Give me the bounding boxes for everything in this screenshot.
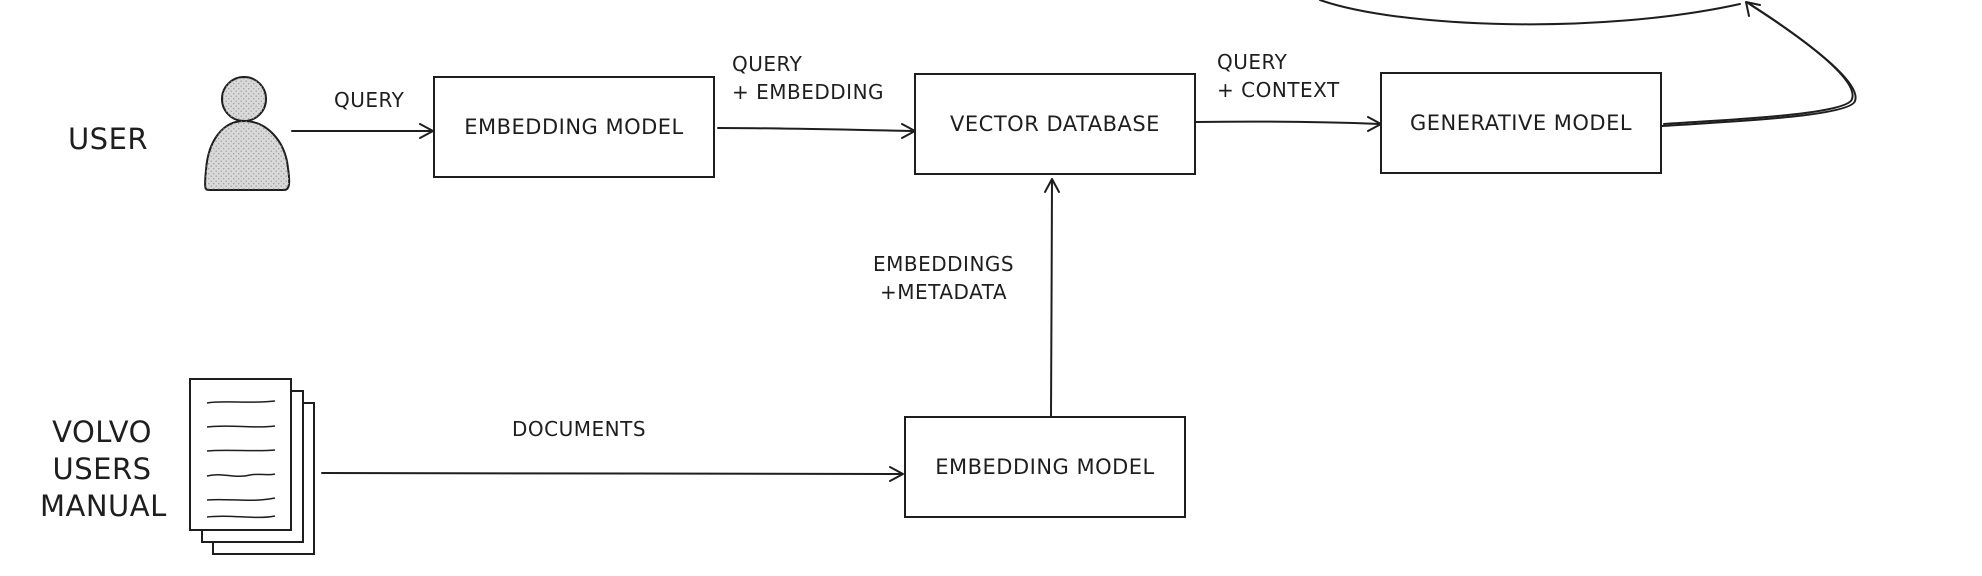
edge-label-line: EMBEDDINGS: [873, 252, 1015, 276]
vector-database-box[interactable]: VECTOR DATABASE: [914, 73, 1196, 175]
manual-label: VOLVO USERS MANUAL: [40, 414, 167, 525]
manual-label-line: VOLVO: [52, 415, 152, 449]
user-label: USER: [67, 122, 149, 156]
manual-label-line: USERS: [52, 452, 152, 486]
document-embedding-model-box[interactable]: EMBEDDING MODEL: [904, 416, 1186, 518]
box-label: EMBEDDING MODEL: [935, 455, 1155, 479]
arrow-generative-to-output: [1661, 1, 1857, 127]
arrow-embedding-to-vector-db: [717, 123, 916, 139]
document-stack-icon: [189, 378, 315, 555]
box-label: EMBEDDING MODEL: [464, 115, 684, 139]
edge-label-line: +METADATA: [880, 280, 1008, 304]
query-embedding-model-box[interactable]: EMBEDDING MODEL: [433, 76, 715, 178]
edge-label-line: QUERY: [1217, 50, 1288, 74]
edge-label-line: + EMBEDDING: [732, 80, 885, 104]
arrow-user-to-embedding: [291, 123, 434, 139]
edge-label-query-context: QUERY + CONTEXT: [1217, 48, 1340, 104]
arrow-vector-db-to-generative: [1195, 116, 1382, 132]
arrow-documents-to-embedding: [321, 466, 904, 482]
arrow-output-curve: [1319, 0, 1741, 26]
edge-label-line: + CONTEXT: [1217, 78, 1340, 102]
edge-label-line: QUERY: [732, 52, 803, 76]
edge-label-query: QUERY: [334, 88, 405, 112]
box-label: GENERATIVE MODEL: [1409, 111, 1633, 135]
user-icon: [204, 76, 291, 191]
generative-model-box[interactable]: GENERATIVE MODEL: [1380, 72, 1662, 174]
edge-label-query-embedding: QUERY + EMBEDDING: [732, 50, 884, 106]
arrow-doc-embedding-to-vector-db: [1044, 178, 1060, 417]
edge-label-documents: DOCUMENTS: [512, 417, 647, 441]
box-label: VECTOR DATABASE: [950, 112, 1160, 136]
edge-label-embeddings-metadata: EMBEDDINGS +METADATA: [873, 250, 1014, 306]
manual-label-line: MANUAL: [40, 489, 167, 523]
